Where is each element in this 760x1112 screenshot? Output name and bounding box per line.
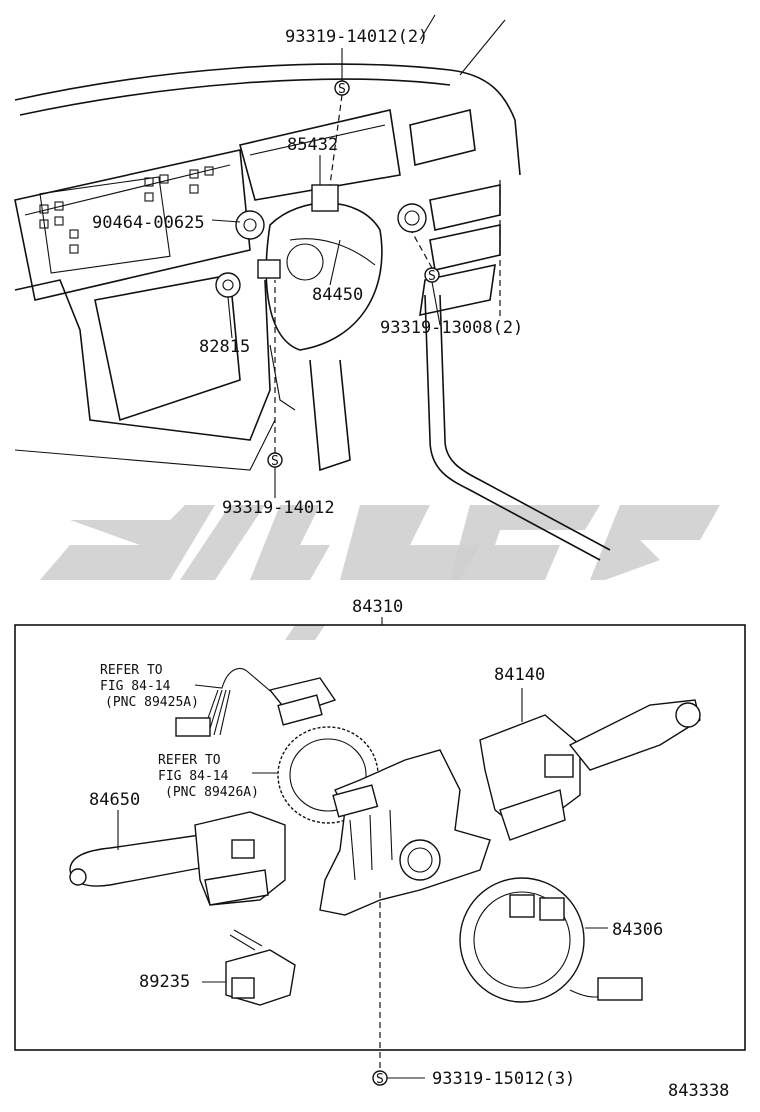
instrument-panel <box>14 14 611 561</box>
spiral-cable-84306 <box>459 877 643 1003</box>
callout-93319-14012-2: 93319-14012(2) <box>285 27 428 47</box>
ref2-line1: REFER TO <box>158 753 221 768</box>
ref1-line3: (PNC 89425A) <box>105 695 199 710</box>
ref1-line1: REFER TO <box>100 663 163 678</box>
screw-symbol: S <box>428 269 436 284</box>
leader-lines-top <box>211 48 441 498</box>
ref1-line2: FIG 84-14 <box>100 679 171 694</box>
headlight-switch-84140 <box>479 688 701 841</box>
ref2-line3: (PNC 89426A) <box>165 785 259 800</box>
ref2-line2: FIG 84-14 <box>158 769 229 784</box>
figure-code: 843338 <box>668 1081 729 1101</box>
screw-symbol-bottom: S <box>372 1070 425 1087</box>
screw-symbol: S <box>338 82 346 97</box>
callout-93319-13008-2: 93319-13008(2) <box>380 318 523 338</box>
wiper-switch-84650 <box>69 810 286 906</box>
callout-84310: 84310 <box>352 597 403 617</box>
callout-82815: 82815 <box>199 337 250 357</box>
callout-89235: 89235 <box>139 972 190 992</box>
callout-84450: 84450 <box>312 285 363 305</box>
screw-symbol: S <box>376 1072 384 1087</box>
callout-90464-00625: 90464-00625 <box>92 213 205 233</box>
callout-93319-14012: 93319-14012 <box>222 498 335 518</box>
sensor-89235 <box>202 929 296 1006</box>
callout-84650: 84650 <box>89 790 140 810</box>
callout-85432: 85432 <box>287 135 338 155</box>
callout-93319-15012-3: 93319-15012(3) <box>432 1069 575 1089</box>
connector-89425a <box>175 668 337 737</box>
screw-symbol: S <box>271 454 279 469</box>
callout-84306: 84306 <box>612 920 663 940</box>
watermark-logo <box>40 505 720 640</box>
switch-body-84310 <box>319 749 491 916</box>
callout-84140: 84140 <box>494 665 545 685</box>
assembly-box <box>14 624 746 1051</box>
